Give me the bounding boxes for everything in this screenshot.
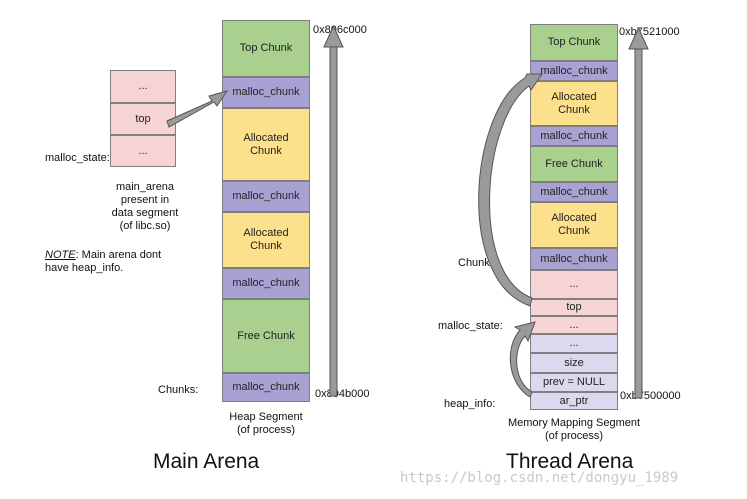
malloc-state-field: ... [110,135,176,167]
mmap-chunk-block: Allocated Chunk [530,81,618,126]
watermark: https://blog.csdn.net/dongyu_1989 [400,470,679,486]
mmap-chunk-block: Free Chunk [530,146,618,182]
thread-malloc-state-label: malloc_state: [438,320,503,332]
main-chunks-label: Chunks: [158,384,199,396]
main-arena-title: Main Arena [153,450,260,473]
mmap-chunk-block: prev = NULL [530,373,618,392]
mmap-chunk-block: malloc_chunk [530,248,618,270]
mmap-chunk-block: top [530,299,618,316]
mmap-chunk-block: malloc_chunk [530,182,618,202]
heap-chunk-block: malloc_chunk [222,181,310,212]
mmap-chunk-block: ... [530,270,618,299]
mmap-segment-caption: Memory Mapping Segment (of process) [507,417,641,442]
heap-info-arrow [509,321,536,398]
thread-arena-title: Thread Arena [506,450,634,473]
mmap-chunk-block: Top Chunk [530,24,618,61]
heap-info-label: heap_info: [444,398,496,410]
mmap-chunk-block: Allocated Chunk [530,202,618,248]
heap-chunk-block: malloc_chunk [222,373,310,402]
malloc-state-field: ... [110,70,176,103]
heap-chunk-block: Allocated Chunk [222,108,310,181]
heap-chunk-block: Free Chunk [222,299,310,373]
heap-chunk-block: malloc_chunk [222,268,310,299]
mmap-chunk-block: ar_ptr [530,392,618,410]
main-malloc-state-label: malloc_state: [45,152,110,164]
mmap-chunk-block: malloc_chunk [530,126,618,146]
mmap-chunk-block: malloc_chunk [530,61,618,81]
malloc-state-field: top [110,103,176,135]
thread-address-growth-arrow [628,26,649,399]
mmap-address-top: 0xb7521000 [619,26,680,38]
heap-address-bottom: 0x804b000 [315,388,370,400]
mmap-chunk-block: ... [530,334,618,353]
heap-chunk-block: Allocated Chunk [222,212,310,268]
main-address-growth-arrow [323,24,344,397]
top-pointer-arrow [166,90,229,128]
note-text: : Main arena dont have heap_info. [45,249,162,274]
note-label: NOTE [45,249,76,261]
heap-address-top: 0x806c000 [313,24,367,36]
heap-segment-caption: Heap Segment (of process) [229,411,303,436]
main-arena-caption: main_arena present in data segment (of l… [111,181,179,232]
heap-chunk-block: malloc_chunk [222,77,310,108]
main-arena-note: NOTE: Main arena dont have heap_info. [45,249,185,275]
heap-chunk-block: Top Chunk [222,20,310,77]
thread-top-pointer-arrow [478,73,543,307]
mmap-chunk-block: size [530,353,618,373]
